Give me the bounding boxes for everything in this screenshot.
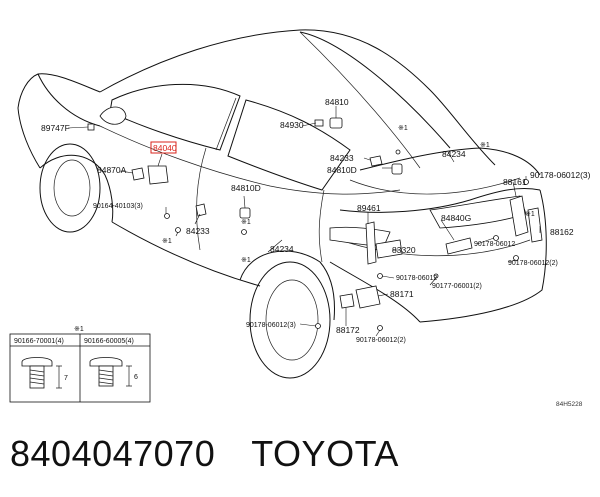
part-84040[interactable] [147,165,169,185]
label-88161[interactable]: 88161 [503,177,527,187]
marker-x1: ※1 [241,219,251,226]
inset-header: ※1 [74,326,84,333]
part-84930[interactable] [314,119,324,127]
label-84234-door[interactable]: 84234 [270,244,294,254]
dim-2: 6 [134,374,138,381]
highlight-box [150,141,177,154]
part-84233-trunk[interactable] [369,155,383,167]
label-84810d-door[interactable]: 84810D [231,183,261,193]
inset-col1: 90166-70001(4) [14,338,64,345]
leader-lines [67,106,541,337]
part-number: 8404047070 [10,433,216,474]
label-84040[interactable]: 84040 [153,143,177,153]
part-89747f[interactable] [87,123,95,131]
part-84233-door[interactable] [195,203,207,217]
label-90164[interactable]: 90164-40103(3) [93,203,143,210]
part-84810[interactable] [329,117,343,129]
parts-diagram: 84810 89747F 84930 84040 84233 84234 848… [9,29,591,408]
label-89461[interactable]: 89461 [357,203,381,213]
brand-name: TOYOTA [251,433,399,474]
part-83320[interactable] [375,239,403,259]
callout-labels: 84810 89747F 84930 84040 84233 84234 848… [41,97,591,344]
screw-icon: 6 [89,357,138,387]
inset-fastener-box: ※1 90166-70001(4) 90166-60005(4) 7 6 [9,326,151,403]
label-84233-trunk[interactable]: 84233 [330,153,354,163]
part-caption: 8404047070 TOYOTA [10,433,435,475]
part-84810d-door[interactable] [239,207,251,219]
label-90178-d[interactable]: 90178-06012(2) [508,260,558,267]
label-84234-trunk[interactable]: 84234 [442,149,466,159]
label-90178-c[interactable]: 90178-06012 [396,275,437,282]
label-89747f[interactable]: 89747F [41,123,70,133]
label-90178-e[interactable]: 90178-06012(3) [246,322,296,329]
part-88161[interactable] [509,195,529,237]
label-90178-top[interactable]: 90178-06012(3) [530,170,591,180]
part-88171[interactable] [355,285,381,309]
label-84840g[interactable]: 84840G [441,213,471,223]
label-90178-f[interactable]: 90178-06012(2) [356,337,406,344]
label-90178-b[interactable]: 90178-06012 [474,241,515,248]
label-84233-door[interactable]: 84233 [186,226,210,236]
dim-1: 7 [64,375,68,382]
part-84840g[interactable] [445,237,473,255]
marker-x1: ※1 [525,211,535,218]
marker-x1: ※1 [398,125,408,132]
marker-x1: ※1 [162,238,172,245]
label-88171[interactable]: 88171 [390,289,414,299]
label-88172[interactable]: 88172 [336,325,360,335]
part-84870a[interactable] [131,167,145,181]
label-84870a[interactable]: 84870A [97,165,127,175]
label-83320[interactable]: 83320 [392,245,416,255]
screw-icon: 7 [21,357,68,389]
note-markers: ※1 ※1 ※1 ※1 ※1 ※1 [162,125,535,264]
label-84810[interactable]: 84810 [325,97,349,107]
reference-code: 84H5228 [556,401,583,408]
inset-col2: 90166-60005(4) [84,338,134,345]
part-88172[interactable] [339,293,355,309]
parts-group [87,117,543,331]
part-89461[interactable] [365,221,377,265]
marker-x1: ※1 [480,142,490,149]
part-84810d-trunk[interactable] [391,163,403,175]
marker-x1: ※1 [241,257,251,264]
label-90177[interactable]: 90177-06001(2) [432,283,482,290]
part-88162[interactable] [527,207,543,243]
label-84930[interactable]: 84930 [280,120,304,130]
car-body [17,29,547,379]
label-88162[interactable]: 88162 [550,227,574,237]
label-84810d-trunk[interactable]: 84810D [327,165,357,175]
